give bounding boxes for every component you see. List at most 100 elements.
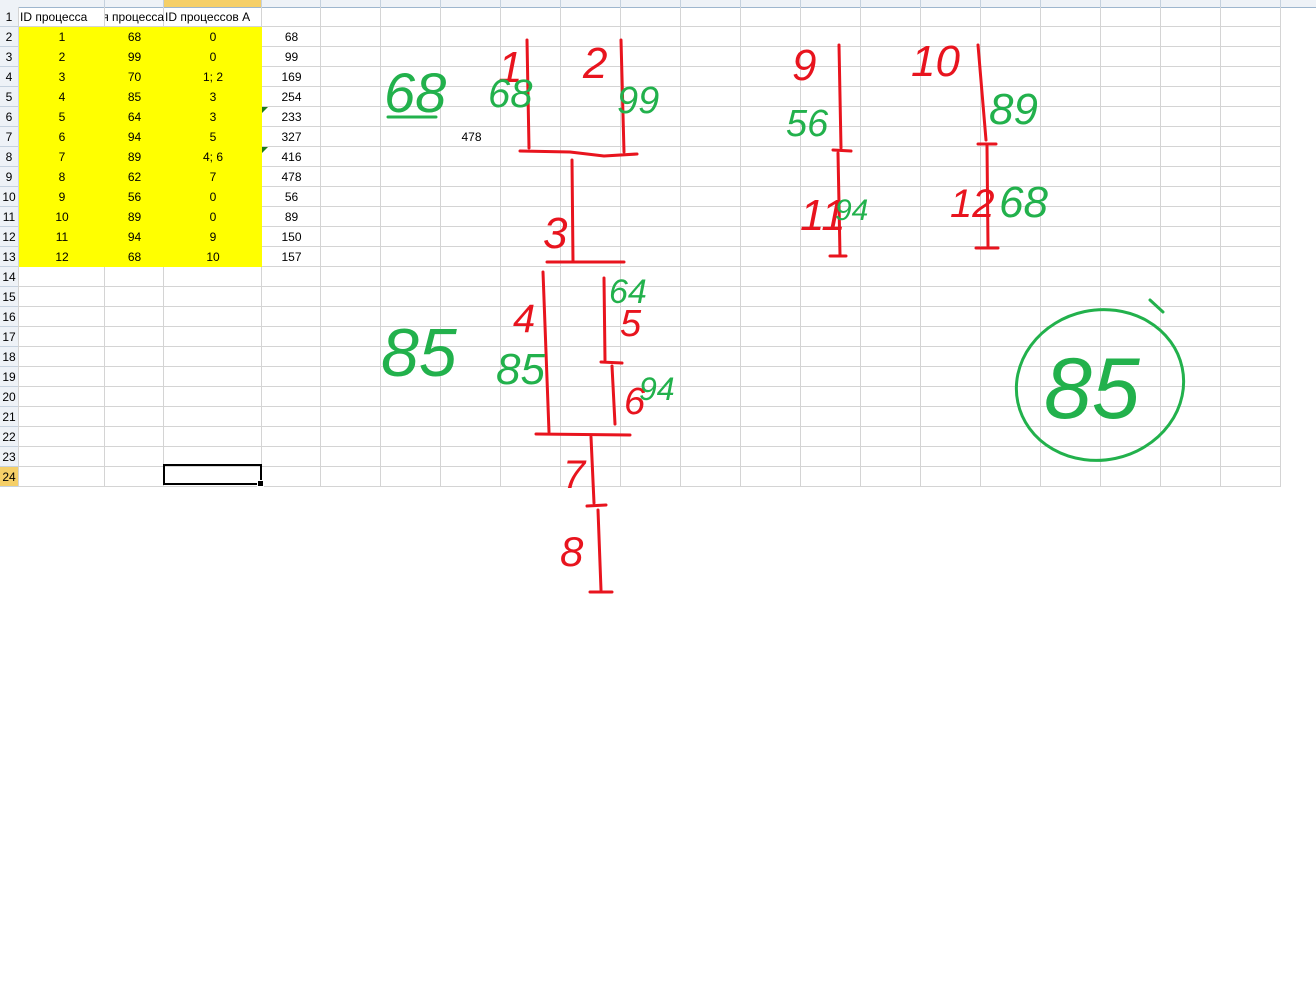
row-header[interactable]: 23 [0, 447, 19, 467]
cell-predecessors[interactable]: 9 [164, 227, 262, 247]
cell-duration[interactable]: 89 [105, 207, 164, 227]
arrow-line-5 [602, 276, 607, 362]
cell-total[interactable]: 233 [281, 110, 302, 124]
grid-line [620, 7, 621, 487]
column-header[interactable] [921, 0, 981, 7]
cell-total[interactable]: 327 [281, 130, 302, 144]
column-header[interactable] [381, 0, 441, 7]
cell-predecessors[interactable]: 0 [164, 187, 262, 207]
column-header[interactable] [105, 0, 164, 7]
grid-line [19, 486, 1281, 487]
row-header[interactable]: 19 [0, 367, 19, 387]
cell-duration[interactable]: 85 [105, 87, 164, 107]
cell-process-id[interactable]: 8 [19, 167, 105, 187]
row-header[interactable]: 17 [0, 327, 19, 347]
cell-duration[interactable]: 99 [105, 47, 164, 67]
header-cell-b[interactable]: Время выполнения процесса [105, 10, 164, 24]
cell-predecessors[interactable]: 3 [164, 107, 262, 127]
column-header[interactable] [501, 0, 561, 7]
cell-process-id[interactable]: 12 [19, 247, 105, 267]
cell-predecessors[interactable]: 5 [164, 127, 262, 147]
column-header[interactable] [321, 0, 381, 7]
event-bar-3 [534, 432, 632, 437]
cell-process-id[interactable]: 9 [19, 187, 105, 207]
header-cell-c[interactable]: ID процессов A [165, 10, 251, 24]
cell-total[interactable]: 99 [284, 50, 299, 64]
grid-line [19, 306, 1281, 307]
row-header[interactable]: 24 [0, 467, 19, 487]
grid-line [19, 106, 1281, 107]
row-header[interactable]: 12 [0, 227, 19, 247]
cell-total[interactable]: 254 [281, 90, 302, 104]
cell-predecessors[interactable]: 0 [164, 207, 262, 227]
column-header[interactable] [861, 0, 921, 7]
row-header[interactable]: 21 [0, 407, 19, 427]
cell-duration[interactable]: 68 [105, 247, 164, 267]
arrow-line-10 [976, 43, 988, 142]
row-header[interactable]: 11 [0, 207, 19, 227]
cell-total[interactable]: 416 [281, 150, 302, 164]
column-header[interactable] [441, 0, 501, 7]
row-header[interactable]: 22 [0, 427, 19, 447]
cell-duration[interactable]: 56 [105, 187, 164, 207]
cell-process-id[interactable]: 7 [19, 147, 105, 167]
cell-process-id[interactable]: 11 [19, 227, 105, 247]
cell-duration[interactable]: 89 [105, 147, 164, 167]
cell-predecessors[interactable]: 1; 2 [164, 67, 262, 87]
cell-process-id[interactable]: 1 [19, 27, 105, 47]
column-header[interactable] [1221, 0, 1281, 7]
column-header[interactable] [1041, 0, 1101, 7]
cell-total[interactable]: 157 [281, 250, 302, 264]
cell-duration[interactable]: 70 [105, 67, 164, 87]
column-header[interactable] [19, 0, 105, 7]
cell-predecessors[interactable]: 4; 6 [164, 147, 262, 167]
error-indicator-icon [262, 107, 268, 113]
cell-process-id[interactable]: 2 [19, 47, 105, 67]
cell-process-id[interactable]: 4 [19, 87, 105, 107]
column-header[interactable] [164, 0, 262, 7]
cell-predecessors[interactable]: 10 [164, 247, 262, 267]
cell-duration[interactable]: 64 [105, 107, 164, 127]
cell-predecessors[interactable]: 7 [164, 167, 262, 187]
header-cell-a[interactable]: ID процесса [20, 10, 88, 24]
red-label: 5 [620, 303, 642, 345]
cell-duration[interactable]: 94 [105, 227, 164, 247]
column-header[interactable] [621, 0, 681, 7]
cell-process-id[interactable]: 6 [19, 127, 105, 147]
cell-predecessors[interactable]: 3 [164, 87, 262, 107]
cell-process-id[interactable]: 10 [19, 207, 105, 227]
grid-line [1160, 7, 1161, 487]
grid-line [380, 7, 381, 487]
cell-predecessors[interactable]: 0 [164, 27, 262, 47]
selected-cell[interactable] [163, 464, 264, 487]
cell-total[interactable]: 150 [281, 230, 302, 244]
cell-total[interactable]: 68 [284, 30, 299, 44]
cell-total[interactable]: 169 [281, 70, 302, 84]
cell-process-id[interactable]: 5 [19, 107, 105, 127]
cell-process-id[interactable]: 3 [19, 67, 105, 87]
column-header[interactable] [561, 0, 621, 7]
cell-duration[interactable]: 62 [105, 167, 164, 187]
column-header[interactable] [262, 0, 321, 7]
cell-total[interactable]: 56 [284, 190, 299, 204]
cell-duration[interactable]: 68 [105, 27, 164, 47]
cell-duration[interactable]: 94 [105, 127, 164, 147]
column-header[interactable] [801, 0, 861, 7]
row-header[interactable]: 13 [0, 247, 19, 267]
grid-line [19, 86, 1281, 87]
column-header[interactable] [681, 0, 741, 7]
grid-line [440, 7, 441, 487]
red-label: 4 [513, 297, 535, 341]
cell-total[interactable]: 478 [281, 170, 302, 184]
cell-predecessors[interactable]: 0 [164, 47, 262, 67]
cell-extra-sum[interactable]: 478 [461, 130, 482, 144]
green-label: 56 [786, 103, 829, 145]
row-header[interactable]: 20 [0, 387, 19, 407]
column-header[interactable] [741, 0, 801, 7]
column-header[interactable] [981, 0, 1041, 7]
cell-total[interactable]: 89 [284, 210, 299, 224]
green-label: 85 [1044, 341, 1141, 437]
column-header[interactable] [1161, 0, 1221, 7]
column-header[interactable] [1101, 0, 1161, 7]
